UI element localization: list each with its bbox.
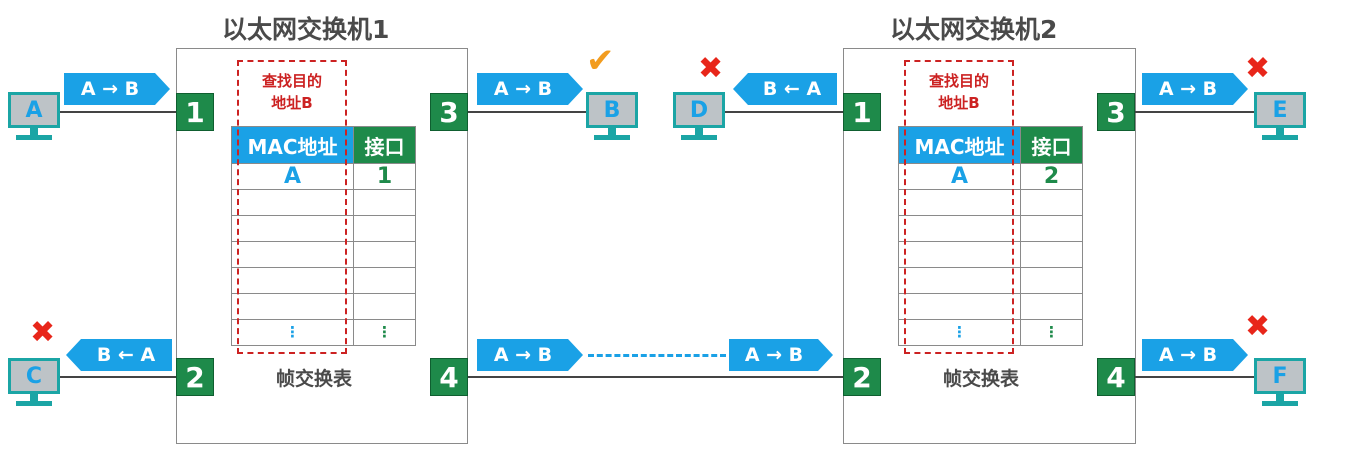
- switch1-mac-continuation: ⋮: [231, 319, 354, 346]
- wire-s2p3-e: [1134, 111, 1256, 113]
- switch2-entry-interface: 2: [1020, 163, 1083, 190]
- wire-s1p4-s2p2: [467, 376, 845, 378]
- frame-b-from-a-at-d: B ← A: [733, 73, 837, 105]
- table-cell: [353, 267, 416, 294]
- wire-c-s1p2: [58, 376, 178, 378]
- switch2-lookup-line2: 地址B: [938, 94, 980, 112]
- frame-a-to-b-at-e: A → B: [1142, 73, 1248, 105]
- cross-icon: ✖: [1245, 309, 1271, 344]
- host-b-computer-icon[interactable]: B: [586, 92, 638, 146]
- wire-d-s2p1: [725, 111, 845, 113]
- switch2-title: 以太网交换机2: [890, 15, 1058, 44]
- switch1-port-2: 2: [176, 358, 214, 396]
- switch2-interface-header: 接口: [1020, 126, 1083, 164]
- switch1-lookup-line1: 查找目的: [261, 72, 322, 90]
- switch1-port-4: 4: [430, 358, 468, 396]
- switch2-entry-mac: A: [898, 163, 1021, 190]
- cross-icon: ✖: [30, 315, 56, 350]
- wire-a-s1p1: [58, 111, 178, 113]
- table-cell: [1020, 215, 1083, 242]
- switch1-port-3: 3: [430, 93, 468, 131]
- table-cell: [353, 241, 416, 268]
- table-cell: [1020, 189, 1083, 216]
- switch2-lookup-line1: 查找目的: [928, 72, 989, 90]
- switch2-mac-continuation: ⋮: [898, 319, 1021, 346]
- table-cell: [353, 189, 416, 216]
- table-cell: [353, 215, 416, 242]
- switch2-port-4: 4: [1097, 358, 1135, 396]
- table-cell: [898, 189, 1021, 216]
- frame-b-from-a-at-c: B ← A: [66, 339, 172, 371]
- switch1-entry-interface: 1: [353, 163, 416, 190]
- switch2-forwarding-table: MAC地址 接口 A 2 ⋮ ⋮: [898, 126, 1083, 346]
- switch1-lookup-highlight: 查找目的 地址B: [237, 60, 347, 354]
- table-cell: [1020, 267, 1083, 294]
- host-e-label: E: [1254, 92, 1306, 128]
- switch2-mac-header: MAC地址: [898, 126, 1021, 164]
- host-a-computer-icon[interactable]: A: [8, 92, 60, 146]
- switch1-table-caption: 帧交换表: [276, 368, 353, 390]
- switch2-port-1: 1: [843, 93, 881, 131]
- switch1-interface-continuation: ⋮: [353, 319, 416, 346]
- wire-s2p4-f: [1134, 376, 1256, 378]
- check-icon: ✔: [586, 41, 615, 81]
- host-f-label: F: [1254, 358, 1306, 394]
- host-c-label: C: [8, 358, 60, 394]
- table-cell: [353, 293, 416, 320]
- cross-icon: ✖: [698, 51, 724, 86]
- frame-a-to-b-at-s1p4: A → B: [477, 339, 583, 371]
- host-d-computer-icon[interactable]: D: [673, 92, 725, 146]
- switch2-port-2: 2: [843, 358, 881, 396]
- switch1-port-1: 1: [176, 93, 214, 131]
- host-f-computer-icon[interactable]: F: [1254, 358, 1306, 412]
- wire-s1p3-b: [467, 111, 589, 113]
- cross-icon: ✖: [1245, 51, 1271, 86]
- host-e-computer-icon[interactable]: E: [1254, 92, 1306, 146]
- switch1-lookup-line2: 地址B: [271, 94, 313, 112]
- frame-a-to-b-at-s1p1: A → B: [64, 73, 170, 105]
- switch1-forwarding-table: MAC地址 接口 A 1 ⋮ ⋮: [231, 126, 416, 346]
- switch2-interface-continuation: ⋮: [1020, 319, 1083, 346]
- switch2-table-caption: 帧交换表: [943, 368, 1020, 390]
- frame-a-to-b-at-b: A → B: [477, 73, 583, 105]
- switch2-lookup-highlight: 查找目的 地址B: [904, 60, 1014, 354]
- table-cell: [1020, 241, 1083, 268]
- host-a-label: A: [8, 92, 60, 128]
- host-d-label: D: [673, 92, 725, 128]
- switch1-interface-header: 接口: [353, 126, 416, 164]
- frame-transit-dashed-line: [588, 354, 726, 357]
- switch2-port-3: 3: [1097, 93, 1135, 131]
- host-c-computer-icon[interactable]: C: [8, 358, 60, 412]
- switch1-title: 以太网交换机1: [222, 15, 390, 44]
- frame-a-to-b-at-s2p2: A → B: [729, 339, 833, 371]
- table-cell: [1020, 293, 1083, 320]
- frame-a-to-b-at-f: A → B: [1142, 339, 1248, 371]
- host-b-label: B: [586, 92, 638, 128]
